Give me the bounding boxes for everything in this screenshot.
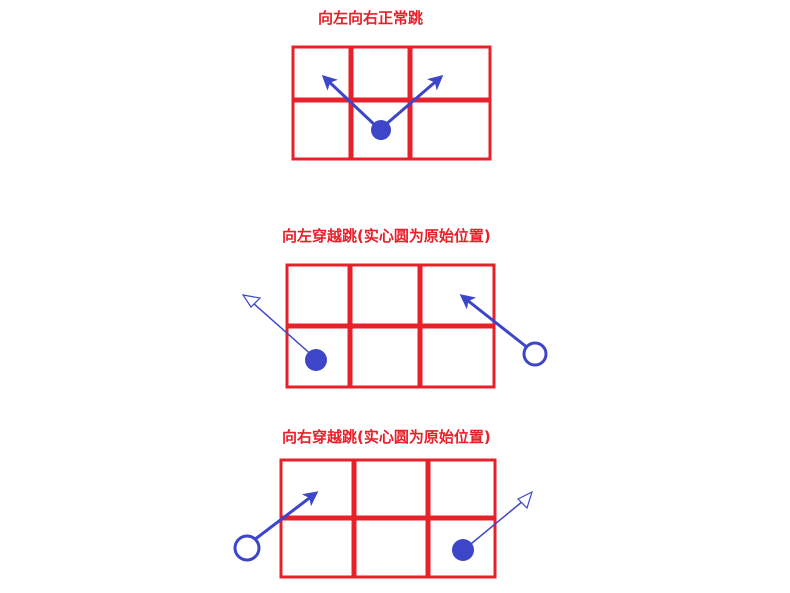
diagram-1-title: 向左向右正常跳 bbox=[318, 9, 424, 27]
piece-landing-hollow bbox=[233, 534, 261, 562]
diagram-2 bbox=[241, 263, 548, 389]
cross-jump-wrap-arrow bbox=[459, 294, 529, 350]
piece-origin-solid bbox=[305, 349, 327, 371]
diagram-2-title: 向左穿越跳(实心圆为原始位置) bbox=[282, 227, 491, 245]
piece-origin-solid bbox=[452, 539, 474, 561]
grid-outline bbox=[291, 45, 492, 161]
jump-left-arrow bbox=[321, 74, 380, 130]
cross-jump-wrap-arrow bbox=[253, 491, 319, 542]
diagram-3 bbox=[233, 458, 533, 579]
cross-jump-right-arrow-shaft bbox=[465, 500, 524, 549]
diagram-1 bbox=[291, 45, 492, 161]
jump-right-arrow bbox=[383, 75, 444, 128]
cross-jump-left-arrowhead-open bbox=[241, 294, 262, 308]
cross-jump-right-arrowhead-open bbox=[516, 490, 533, 510]
piece-landing-hollow bbox=[522, 341, 548, 367]
cross-jump-left-arrow-shaft bbox=[252, 302, 315, 358]
diagram-3-title: 向右穿越跳(实心圆为原始位置) bbox=[282, 428, 491, 446]
piece-origin-solid bbox=[371, 120, 391, 140]
